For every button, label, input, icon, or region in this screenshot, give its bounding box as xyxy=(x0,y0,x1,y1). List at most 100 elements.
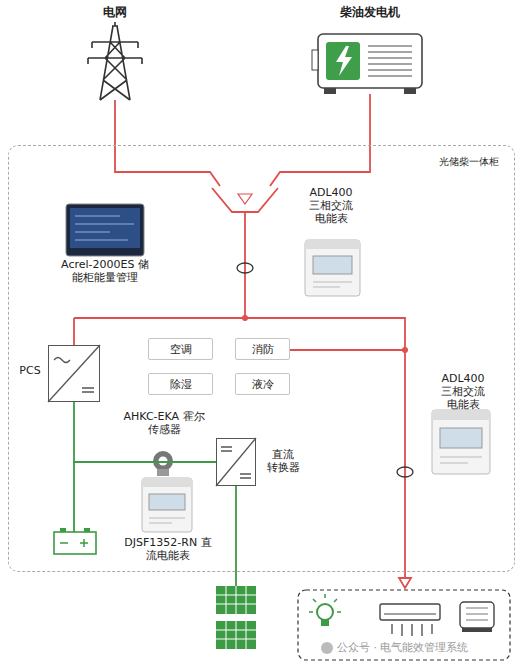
aux-box: 消防 xyxy=(235,338,290,360)
hall-sensor-node: AHKC-EKA 霍尔传感器 xyxy=(120,410,208,474)
svg-rect xyxy=(380,604,440,620)
svg-rect xyxy=(142,478,192,487)
node-label: 电网 xyxy=(78,6,152,19)
svg-path xyxy=(149,518,185,523)
svg-path xyxy=(115,100,220,186)
svg-rect xyxy=(312,50,318,70)
svg-rect xyxy=(462,628,492,632)
svg-path xyxy=(399,578,411,588)
svg-path xyxy=(270,94,370,186)
bus-node-dot xyxy=(242,315,248,321)
svg-path xyxy=(82,388,94,392)
svg-rect xyxy=(149,494,185,510)
ems-node: Acrel-2000ES 储能柜能量管理 xyxy=(58,200,152,284)
node-label: ADL400 三相交流 电能表 xyxy=(306,186,356,225)
svg-rect xyxy=(305,240,360,249)
svg-rect xyxy=(60,528,66,532)
watermark-icon xyxy=(321,642,333,654)
svg-path xyxy=(466,608,488,620)
svg-rect xyxy=(142,478,192,532)
ac-meter-node: ADL400 三相交流 电能表 xyxy=(296,186,366,298)
current-transformer xyxy=(397,467,413,477)
svg-path xyxy=(313,282,352,287)
svg-path xyxy=(73,318,75,345)
meter-icon xyxy=(305,240,360,296)
node-label: PCS xyxy=(15,364,45,377)
aux-box: 除湿 xyxy=(148,373,213,395)
svg-rect xyxy=(404,88,416,94)
svg-circle xyxy=(317,604,333,620)
node-label: ADL400 三相交流 电能表 xyxy=(438,372,488,411)
meter-icon xyxy=(142,478,192,532)
converter-symbol xyxy=(216,438,256,486)
svg-path xyxy=(440,457,482,463)
svg-rect xyxy=(313,256,352,274)
node-label: 光储柴一体柜 xyxy=(389,155,499,168)
svg-circle xyxy=(159,457,168,466)
svg-path xyxy=(74,318,405,578)
generator-node: 柴油发电机 xyxy=(305,2,435,98)
pcs-box: PCS xyxy=(48,345,100,402)
dc-meter-node: DJSF1352-RN 直流电能表 xyxy=(120,476,216,564)
grid-tower-icon xyxy=(88,22,142,100)
svg-path xyxy=(384,614,436,615)
svg-path xyxy=(212,188,278,212)
svg-rect xyxy=(157,469,169,476)
svg-path xyxy=(88,22,142,100)
dc-wires xyxy=(74,462,236,586)
node-label: 液冷 xyxy=(236,378,289,391)
svg-path xyxy=(48,345,100,402)
svg-path xyxy=(336,46,352,76)
generator-icon xyxy=(312,34,422,94)
node-label: 空调 xyxy=(149,343,212,356)
bus-node-dot xyxy=(402,347,408,353)
node-label: 直流 转换器 xyxy=(265,448,301,474)
svg-rect xyxy=(326,42,360,80)
svg-path xyxy=(54,358,70,363)
svg-path xyxy=(216,438,256,486)
hall-sensor-icon xyxy=(153,451,173,476)
load-group xyxy=(298,590,510,660)
svg-rect xyxy=(298,590,510,660)
aux-box: 空调 xyxy=(148,338,213,360)
ac-wires xyxy=(74,94,411,588)
svg-path xyxy=(392,624,432,636)
svg-rect xyxy=(321,620,329,626)
svg-path xyxy=(244,212,246,318)
dc-converter-box: 直流 转换器 xyxy=(216,438,256,486)
current-transformer xyxy=(237,263,253,273)
svg-circle xyxy=(153,451,173,471)
node-label: 柴油发电机 xyxy=(305,6,435,19)
svg-rect xyxy=(324,88,336,94)
cabinet-group: 光储柴一体柜 Acrel-2000ES 储能柜能量管理 ADL400 三相交流 电能… xyxy=(8,145,515,572)
svg-path xyxy=(238,194,252,204)
node-label: DJSF1352-RN 直流电能表 xyxy=(120,536,216,562)
svg-path xyxy=(290,349,405,351)
node-label: AHKC-EKA 霍尔传感器 xyxy=(120,410,208,436)
svg-rect xyxy=(70,208,140,248)
node-label: Acrel-2000ES 储能柜能量管理 xyxy=(58,258,152,284)
svg-path xyxy=(309,594,341,612)
solar-panel-icon xyxy=(216,586,256,649)
battery-icon xyxy=(54,528,96,554)
pcs-symbol xyxy=(48,345,100,402)
meter-icon xyxy=(432,410,490,474)
ac-meter-node: ADL400 三相交流 电能表 xyxy=(428,372,498,478)
watermark-text: 公众号 · 电气能效管理系统 xyxy=(337,641,469,654)
svg-path xyxy=(368,46,412,76)
svg-rect xyxy=(66,204,144,256)
grid-node: 电网 xyxy=(78,2,152,102)
svg-rect xyxy=(440,428,482,448)
svg-rect xyxy=(460,602,494,628)
dc-connector xyxy=(74,402,216,462)
svg-rect xyxy=(84,528,90,532)
svg-rect xyxy=(432,410,490,474)
screen-icon xyxy=(66,204,144,256)
svg-path xyxy=(60,539,88,547)
svg-rect xyxy=(305,240,360,296)
svg-path xyxy=(75,216,134,240)
aux-box: 液冷 xyxy=(235,373,290,395)
